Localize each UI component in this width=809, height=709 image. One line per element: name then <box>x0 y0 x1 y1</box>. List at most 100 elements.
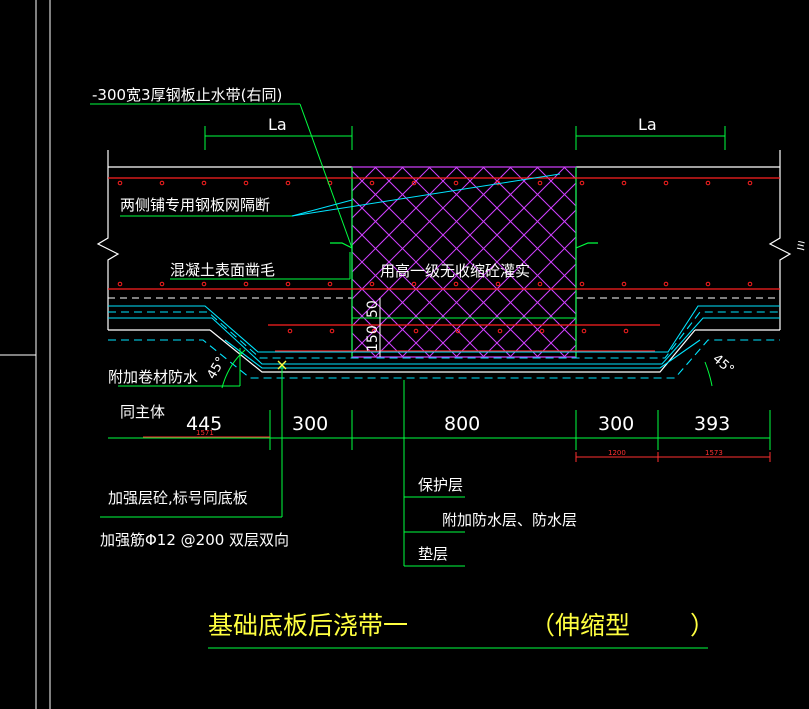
intersection-marker <box>277 360 287 370</box>
rebar-lines <box>108 177 780 352</box>
rebar-dot <box>117 281 123 287</box>
small-red-dimensions <box>143 436 771 462</box>
hatch-line <box>726 167 809 357</box>
drawing-frame <box>0 0 51 709</box>
dim-small-1573: 1573 <box>705 449 723 457</box>
waterproof-layers <box>108 305 780 379</box>
rebar-dot <box>159 180 165 186</box>
hatch-line <box>591 167 781 357</box>
rebar-dot <box>537 281 543 287</box>
rebar-dot <box>117 180 123 186</box>
hatch-line <box>672 167 809 357</box>
rebar-dot <box>369 180 375 186</box>
hatch-line <box>536 167 576 207</box>
label-reinforced-concrete: 加强层砼,标号同底板 <box>108 489 248 507</box>
rebar-dot <box>747 180 753 186</box>
label-grout-fill: 用高一级无收缩砼灌实 <box>380 262 530 280</box>
dim-445: 445 <box>186 413 222 435</box>
label-steel-plate-waterstop: -300宽3厚钢板止水带(右同) <box>92 86 282 104</box>
rebar-dot <box>413 328 419 334</box>
dim-393: 393 <box>694 413 730 435</box>
label-waterproof-layers: 附加防水层、防水层 <box>442 511 577 529</box>
hatch-line <box>352 167 431 246</box>
rebar-dot <box>623 328 629 334</box>
drawing-title: 基础底板后浇带一 <box>208 611 408 640</box>
rebar-dot <box>621 180 627 186</box>
hatch-line <box>672 167 809 357</box>
dim-la-right: La <box>638 115 657 134</box>
angle-arcs <box>221 349 713 389</box>
dim-300-left: 300 <box>292 413 328 435</box>
dim-300-right: 300 <box>598 413 634 435</box>
bottom-dimension-chain <box>108 410 771 450</box>
rebar-dot <box>329 328 335 334</box>
hatch-line <box>645 167 809 357</box>
rebar-dot <box>621 281 627 287</box>
label-cushion-layer: 垫层 <box>418 545 448 563</box>
hatch-line <box>699 167 809 357</box>
rebar-dot <box>579 180 585 186</box>
hatch-line <box>352 167 458 273</box>
hatch-line <box>699 167 809 357</box>
rebar-dot <box>497 328 503 334</box>
hatch-line <box>563 344 576 357</box>
la-dimensions <box>204 126 726 150</box>
label-same-as-main: 同主体 <box>120 403 165 421</box>
hatch-line <box>352 167 404 219</box>
rebar-dot <box>201 281 207 287</box>
rebar-dot <box>663 281 669 287</box>
rebar-dot <box>243 180 249 186</box>
rebar-dots <box>117 180 753 334</box>
rebar-dot <box>411 180 417 186</box>
rebar-dot <box>201 180 207 186</box>
rebar-dot <box>159 281 165 287</box>
rebar-dot <box>369 281 375 287</box>
hatch-line <box>753 167 809 357</box>
label-roughened-surface: 混凝土表面凿毛 <box>170 261 275 279</box>
drawing-type-close: ） <box>690 611 715 640</box>
label-extra-membrane: 附加卷材防水 <box>108 368 198 386</box>
rebar-dot <box>455 328 461 334</box>
hatch-line <box>753 167 809 357</box>
hatch-line <box>645 167 809 357</box>
rebar-dot <box>705 180 711 186</box>
label-steel-mesh: 两侧铺专用钢板网隔断 <box>120 196 270 214</box>
label-dim-50: 50 <box>365 300 381 318</box>
rebar-dot <box>285 180 291 186</box>
rebar-dot <box>285 281 291 287</box>
slab-outline <box>96 150 792 373</box>
rebar-dot <box>581 328 587 334</box>
rebar-dot <box>327 281 333 287</box>
rebar-dot <box>747 281 753 287</box>
label-protective-layer: 保护层 <box>418 476 463 494</box>
rebar-dot <box>287 328 293 334</box>
side-mark: ミ <box>795 239 807 253</box>
hatch-line <box>726 167 809 357</box>
hatch-line <box>352 167 485 300</box>
rebar-dot <box>243 281 249 287</box>
hatch-line <box>509 167 576 234</box>
mesh-leader <box>291 173 561 217</box>
hatch-line <box>482 167 576 261</box>
rebar-dot <box>579 281 585 287</box>
hatch-line <box>591 167 781 357</box>
leader-lines <box>90 103 708 649</box>
rebar-dot <box>705 281 711 287</box>
label-dim-150: 150 <box>365 325 381 352</box>
rebar-dot <box>453 281 459 287</box>
rebar-dot <box>411 281 417 287</box>
rebar-dot <box>537 180 543 186</box>
drawing-type-open: （伸缩型 <box>530 611 630 640</box>
dim-la-left: La <box>268 115 287 134</box>
rebar-dot <box>539 328 545 334</box>
angle-right: 45° <box>709 352 736 378</box>
label-reinforcement-bars: 加强筋Φ12 @200 双层双向 <box>100 531 289 549</box>
steel-plate-waterstops <box>330 242 598 249</box>
dim-small-1571: 1571 <box>196 429 214 437</box>
rebar-dot <box>371 328 377 334</box>
rebar-dot <box>495 281 501 287</box>
dim-small-1200: 1200 <box>608 449 626 457</box>
dim-800: 800 <box>444 413 480 435</box>
rebar-dot <box>663 180 669 186</box>
